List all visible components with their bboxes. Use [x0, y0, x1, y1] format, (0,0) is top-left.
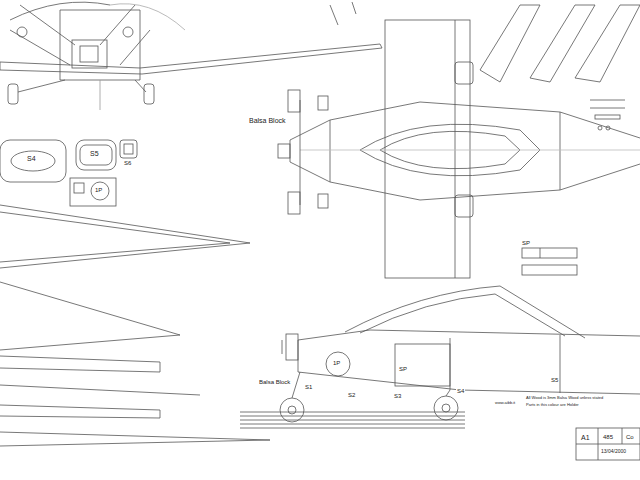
wing-panels [0, 205, 465, 446]
part-label: Balsa Block [258, 379, 291, 386]
part-label: Parts in this colour are Holder [525, 403, 580, 407]
part-label: A1 [580, 434, 591, 442]
part-label: S6 [123, 160, 132, 167]
part-label: SP [398, 366, 408, 373]
tail-parts [480, 5, 640, 275]
part-label: S5 [89, 150, 100, 158]
loose-parts [0, 140, 137, 206]
part-label: S2 [347, 392, 356, 399]
title-block [576, 428, 640, 460]
part-label: SP [521, 240, 531, 247]
part-label: S4 [456, 388, 465, 395]
part-label: S5 [550, 377, 559, 384]
part-label: Balsa Block [248, 117, 287, 125]
front-view [0, 2, 382, 110]
part-label: S4 [26, 155, 37, 163]
part-label: www.aibb.it [494, 401, 516, 405]
side-view [280, 286, 640, 422]
part-label: 13/04/2000 [600, 449, 627, 455]
part-label: Co [625, 434, 635, 441]
part-label: S1 [304, 384, 313, 391]
part-label: 1P [94, 187, 103, 194]
top-view [278, 20, 640, 278]
part-label: All Wood is 3mm Balsa Wood unless stated [525, 396, 604, 400]
part-label: 1P [332, 360, 341, 367]
part-label: 485 [602, 434, 614, 441]
part-label: S3 [393, 393, 402, 400]
